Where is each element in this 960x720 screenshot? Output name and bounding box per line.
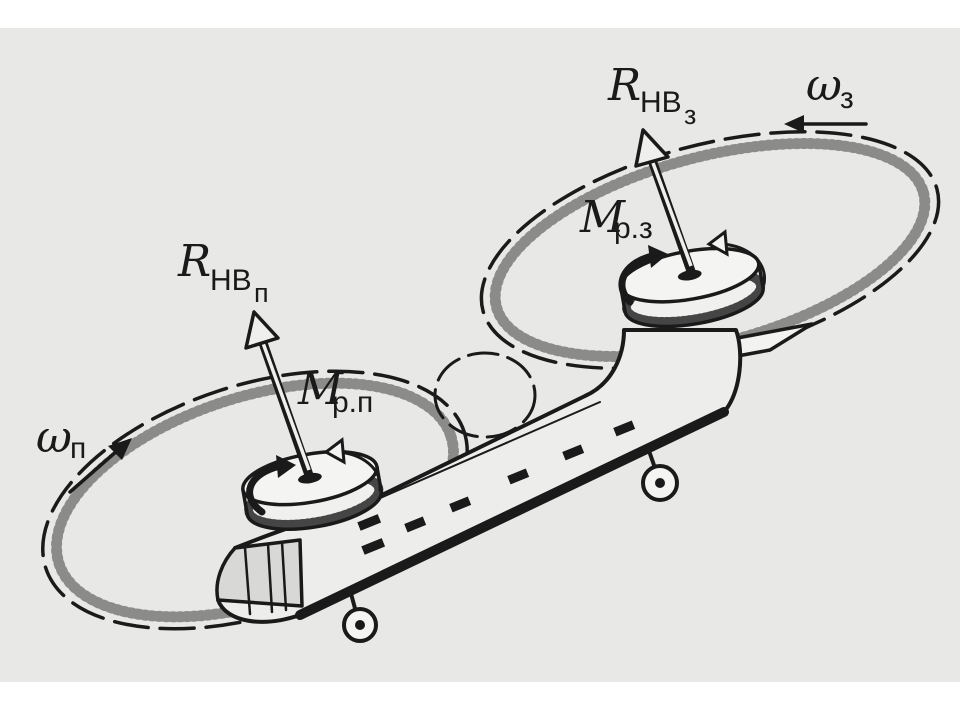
fuselage-belly-shadow xyxy=(295,407,729,620)
rear-omega-subscript: з xyxy=(840,82,854,115)
rear-moment-arrows xyxy=(618,229,766,306)
rear-gear-strut xyxy=(646,446,657,470)
rear-rotation-arrow xyxy=(784,115,868,133)
front-thrust-subsubscript: п xyxy=(254,278,269,308)
label-rear-thrust: R НВ з xyxy=(607,60,696,130)
front-rotation-arrow xyxy=(68,438,132,494)
cockpit-glass xyxy=(215,538,304,608)
front-omega-subscript: п xyxy=(70,432,86,465)
rear-thrust-shaft-inner xyxy=(651,162,693,267)
window xyxy=(613,420,636,437)
rear-landing-gear xyxy=(641,446,679,502)
label-rear-omega: ω з xyxy=(806,60,854,115)
cockpit-frame xyxy=(243,540,288,616)
front-wheel-hub xyxy=(355,620,365,630)
rear-moment-arc-hollow xyxy=(720,242,766,286)
front-moment-arc-dark xyxy=(246,462,284,516)
label-front-thrust: R НВ п xyxy=(177,236,269,308)
front-rotation-line xyxy=(68,448,120,494)
rear-moment-symbol: M xyxy=(579,192,626,243)
rear-thrust-subscript: НВ xyxy=(640,86,682,119)
rear-moment-arc-dark xyxy=(618,252,656,306)
label-front-omega: ω п xyxy=(36,412,86,465)
front-landing-gear xyxy=(342,588,378,643)
rear-thrust-symbol: R xyxy=(607,60,641,111)
front-moment-symbol: M xyxy=(297,364,344,415)
label-rear-moment: M р.з xyxy=(579,192,653,245)
rear-thrust-subsubscript: з xyxy=(684,100,696,130)
rear-thrust-vector xyxy=(634,128,697,276)
window xyxy=(449,496,472,513)
front-shaft-cap xyxy=(298,472,322,484)
front-moment-arrowhead-hollow xyxy=(323,437,346,465)
window xyxy=(361,538,386,555)
paper-background xyxy=(0,28,960,682)
front-omega-symbol: ω xyxy=(36,412,72,463)
rear-rotation-arrowhead xyxy=(784,115,804,133)
front-thrust-vector xyxy=(244,310,315,480)
rear-moment-arrowhead-hollow xyxy=(706,229,729,257)
front-rotation-arrowhead xyxy=(108,438,132,460)
rear-thrust-arrowhead xyxy=(634,128,670,168)
fuselage-windows xyxy=(357,420,636,555)
rear-omega-symbol: ω xyxy=(806,60,842,111)
rear-rotor-hub xyxy=(618,246,766,329)
front-moment-subscript: р.п xyxy=(332,386,373,419)
rear-moment-arrowhead-dark xyxy=(648,245,668,268)
front-moment-arrowhead-dark xyxy=(276,455,296,478)
front-thrust-arrowhead xyxy=(244,310,280,350)
fuselage xyxy=(215,328,743,624)
front-thrust-symbol: R xyxy=(177,236,211,287)
window xyxy=(404,516,427,533)
label-front-moment: M р.п xyxy=(297,364,373,419)
rotor-overlap-circle xyxy=(433,351,537,439)
rear-moment-subscript: р.з xyxy=(614,212,653,245)
window xyxy=(357,514,382,531)
front-thrust-subscript: НВ xyxy=(210,264,252,297)
window xyxy=(562,444,585,461)
window xyxy=(507,468,530,485)
front-thrust-shaft-inner xyxy=(261,342,311,471)
rear-wheel-hub xyxy=(655,478,665,488)
front-moment-arrows xyxy=(246,437,382,516)
